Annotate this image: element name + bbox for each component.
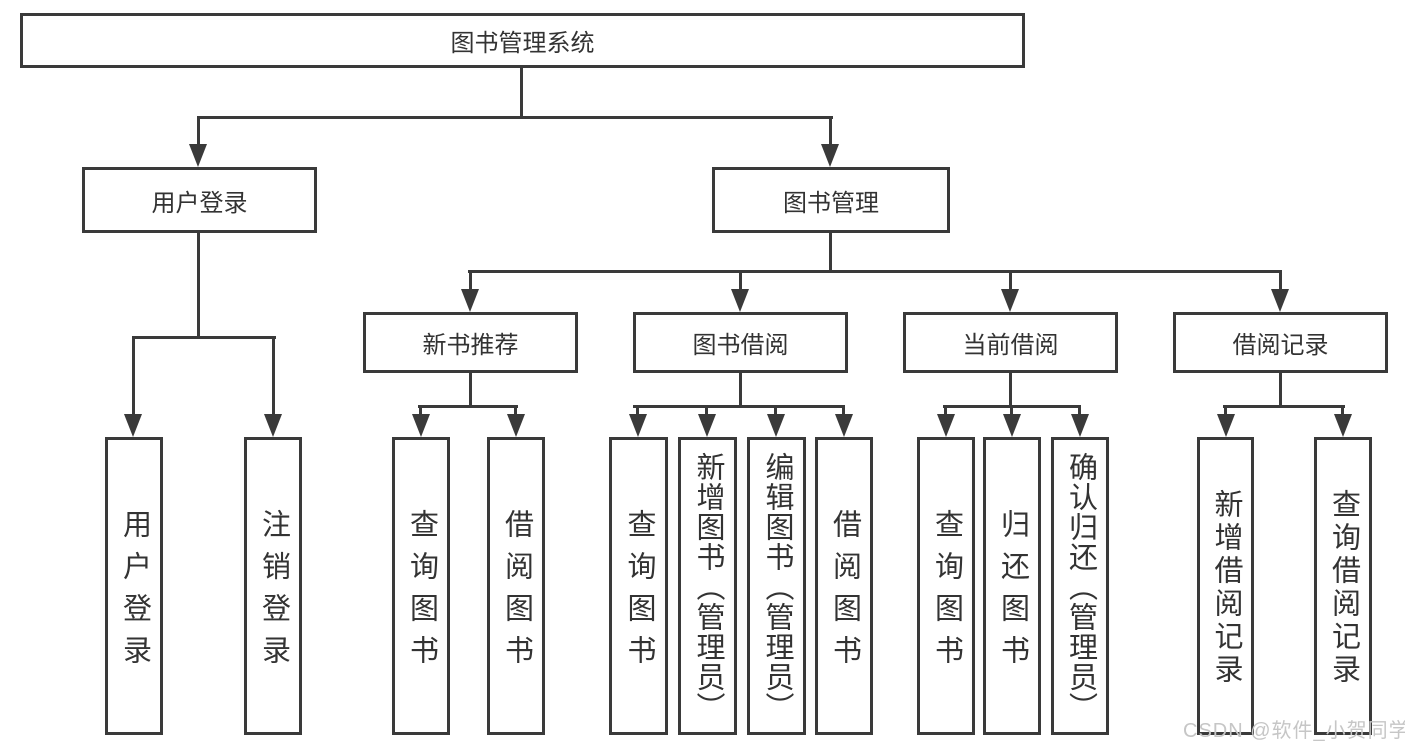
- leaf-label: 归还图书: [996, 508, 1029, 677]
- leaf-return-books: 归还图书: [983, 437, 1041, 735]
- arrow-down-icon: [698, 414, 716, 437]
- arrow-down-icon: [507, 414, 525, 437]
- leaf-borrow-books: 借阅图书: [815, 437, 873, 735]
- leaf-label: 查询图书: [623, 508, 655, 677]
- connector-line: [1078, 407, 1081, 417]
- arrow-down-icon: [264, 414, 282, 437]
- leaf-query-books-recommend: 查询图书: [392, 437, 450, 735]
- leaf-label: 查询图书: [930, 508, 963, 677]
- leaf-query-books-borrowing: 查询图书: [609, 437, 668, 735]
- arrow-down-icon: [767, 414, 785, 437]
- connector-line: [1009, 272, 1012, 292]
- connector-line: [272, 338, 275, 418]
- leaf-query-books-current: 查询图书: [917, 437, 975, 735]
- node-book-borrowing: 图书借阅: [633, 312, 848, 373]
- arrow-down-icon: [821, 144, 839, 167]
- node-book-management: 图书管理: [712, 167, 950, 233]
- leaf-label: 新增借阅记录: [1210, 489, 1242, 687]
- leaf-label: 编辑图书（管理员）: [761, 451, 793, 722]
- arrow-down-icon: [629, 414, 647, 437]
- connector-line: [197, 118, 200, 148]
- leaf-borrow-books-recommend: 借阅图书: [487, 437, 545, 735]
- leaf-label: 借阅图书: [828, 508, 861, 677]
- arrow-down-icon: [1003, 414, 1021, 437]
- leaf-query-borrow-record: 查询借阅记录: [1314, 437, 1372, 735]
- connector-line: [943, 405, 1081, 408]
- leaf-label: 新增图书（管理员）: [692, 451, 724, 722]
- leaf-confirm-return-admin: 确认归还（管理员）: [1051, 437, 1109, 735]
- connector-line: [132, 338, 135, 418]
- leaf-label: 查询图书: [405, 508, 438, 677]
- leaf-add-books-admin: 新增图书（管理员）: [678, 437, 737, 735]
- node-new-book-recommendation: 新书推荐: [363, 312, 578, 373]
- connector-line: [1224, 407, 1227, 417]
- arrow-down-icon: [835, 414, 853, 437]
- connector-line: [469, 272, 472, 292]
- leaf-edit-books-admin: 编辑图书（管理员）: [747, 437, 806, 735]
- arrow-down-icon: [1271, 289, 1289, 312]
- node-label: 用户登录: [151, 189, 248, 217]
- csdn-watermark: CSDN @软件_小贺同学: [1183, 720, 1405, 742]
- connector-line: [633, 405, 845, 408]
- leaf-label: 查询借阅记录: [1327, 489, 1360, 687]
- connector-line: [132, 336, 276, 339]
- connector-line: [419, 407, 422, 417]
- arrow-down-icon: [731, 289, 749, 312]
- node-label: 图书借阅: [692, 332, 789, 359]
- connector-line: [520, 67, 523, 119]
- arrow-down-icon: [1001, 289, 1019, 312]
- connector-line: [1010, 407, 1013, 417]
- connector-line: [418, 405, 518, 408]
- node-borrowing-records: 借阅记录: [1173, 312, 1388, 373]
- connector-line: [829, 233, 832, 273]
- connector-line: [1009, 373, 1012, 408]
- node-label: 当前借阅: [962, 332, 1059, 359]
- connector-line: [705, 407, 708, 417]
- connector-line: [774, 407, 777, 417]
- arrow-down-icon: [189, 144, 207, 167]
- connector-line: [1279, 373, 1282, 408]
- connector-line: [469, 373, 472, 408]
- node-user-login: 用户登录: [82, 167, 317, 233]
- node-label: 借阅记录: [1232, 332, 1329, 359]
- node-library-management-system: 图书管理系统: [20, 13, 1025, 68]
- leaf-logout: 注销登录: [244, 437, 302, 735]
- connector-line: [944, 407, 947, 417]
- leaf-label: 借阅图书: [500, 508, 533, 677]
- leaf-user-login: 用户登录: [105, 437, 163, 735]
- connector-line: [197, 116, 833, 119]
- leaf-label: 用户登录: [118, 508, 151, 677]
- connector-line: [197, 233, 200, 339]
- connector-line: [636, 407, 639, 417]
- leaf-add-borrow-record: 新增借阅记录: [1197, 437, 1254, 735]
- arrow-down-icon: [124, 414, 142, 437]
- node-label: 图书管理系统: [450, 30, 595, 57]
- connector-line: [1223, 405, 1345, 408]
- connector-line: [1279, 272, 1282, 292]
- connector-line: [514, 407, 517, 417]
- connector-line: [739, 272, 742, 292]
- arrow-down-icon: [461, 289, 479, 312]
- node-label: 图书管理: [783, 189, 879, 217]
- connector-line: [739, 373, 742, 408]
- connector-line: [829, 118, 832, 148]
- arrow-down-icon: [412, 414, 430, 437]
- leaf-label: 确认归还（管理员）: [1064, 451, 1097, 722]
- connector-line: [1341, 407, 1344, 417]
- connector-line: [842, 407, 845, 417]
- arrow-down-icon: [1071, 414, 1089, 437]
- arrow-down-icon: [1217, 414, 1235, 437]
- connector-line: [468, 270, 1282, 273]
- arrow-down-icon: [937, 414, 955, 437]
- leaf-label: 注销登录: [257, 508, 290, 677]
- node-current-borrowing: 当前借阅: [903, 312, 1118, 373]
- node-label: 新书推荐: [422, 332, 519, 359]
- arrow-down-icon: [1334, 414, 1352, 437]
